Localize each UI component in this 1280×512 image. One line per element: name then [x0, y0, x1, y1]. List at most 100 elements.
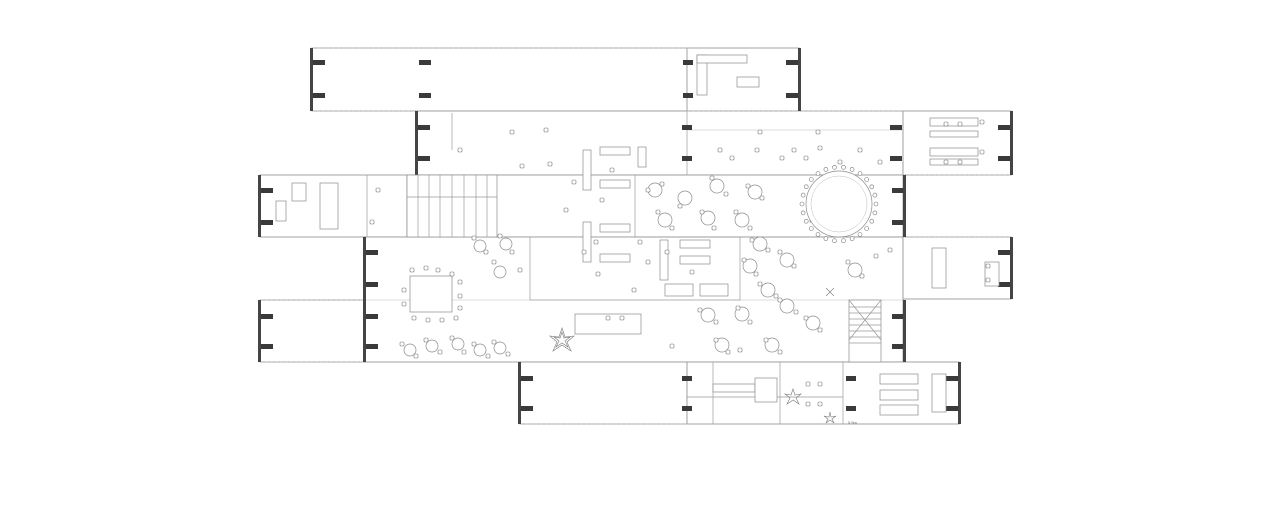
chair: [753, 271, 759, 277]
chair: [605, 315, 611, 321]
chair: [757, 281, 763, 287]
chair: [439, 317, 445, 323]
scattered-chairs: [369, 119, 991, 407]
chair: [497, 233, 503, 239]
chair: [369, 219, 375, 225]
chair: [800, 210, 806, 216]
staircase-main: [406, 174, 498, 238]
chair: [571, 179, 577, 185]
chair: [873, 201, 879, 207]
chair: [747, 225, 753, 231]
dashed-edges: [260, 47, 1011, 425]
chair: [517, 267, 523, 273]
wing-top-left: [311, 47, 689, 112]
chair: [803, 315, 809, 321]
chair: [808, 177, 814, 182]
chair: [677, 203, 683, 209]
chair: [777, 249, 783, 255]
chair: [725, 349, 731, 355]
chair: [733, 209, 739, 215]
wing-left-lower: [259, 299, 366, 363]
chair: [823, 236, 829, 241]
chair: [717, 147, 723, 153]
chair: [709, 175, 715, 181]
chair: [425, 317, 431, 323]
chair: [791, 147, 797, 153]
chair: [832, 238, 837, 243]
chair: [777, 297, 783, 303]
chair: [449, 271, 455, 277]
chair: [747, 319, 753, 325]
chair: [873, 253, 879, 259]
chair: [841, 238, 846, 243]
meeting-tables: [574, 117, 979, 416]
chair: [409, 267, 415, 273]
chair: [399, 341, 405, 347]
circular-meeting-table: [805, 170, 873, 238]
chair: [805, 401, 811, 407]
room-outlines: [259, 47, 1012, 425]
chair: [449, 335, 455, 341]
chair: [461, 349, 467, 355]
chair: [841, 165, 846, 170]
chair: [773, 293, 779, 299]
chair: [471, 341, 477, 347]
chair: [957, 121, 963, 127]
chair: [491, 339, 497, 345]
chair: [817, 381, 823, 387]
chair: [509, 249, 515, 255]
staircase-secondary: [848, 299, 882, 363]
round-tables: [403, 178, 863, 357]
chair: [979, 149, 985, 155]
chair: [849, 167, 855, 172]
chair: [857, 147, 863, 153]
chair: [791, 263, 797, 269]
chair: [453, 315, 459, 321]
chair: [457, 305, 463, 311]
chair: [943, 121, 949, 127]
chair: [817, 145, 823, 151]
chair: [619, 315, 625, 321]
chair: [849, 236, 855, 241]
chair: [805, 381, 811, 387]
chair: [759, 195, 765, 201]
exterior-walls: [258, 48, 1013, 424]
chair: [713, 319, 719, 325]
chair: [659, 181, 665, 187]
chair: [401, 287, 407, 293]
chair: [729, 155, 735, 161]
chair: [609, 167, 615, 173]
chair: [423, 265, 429, 271]
chair: [859, 273, 865, 279]
chair: [435, 267, 441, 273]
chair: [749, 237, 755, 243]
chair: [803, 184, 809, 190]
chair: [815, 171, 821, 176]
chair: [745, 183, 751, 189]
chair: [741, 257, 747, 263]
chair: [777, 349, 783, 355]
chair: [711, 225, 717, 231]
chair: [869, 218, 875, 224]
chair: [857, 232, 863, 237]
hall-upper: [416, 110, 904, 176]
chair: [985, 277, 991, 283]
chair: [519, 163, 525, 169]
chair: [735, 305, 741, 311]
chair: [411, 315, 417, 321]
chair: [877, 159, 883, 165]
wing-bottom-left: [519, 361, 688, 425]
chair: [800, 192, 806, 198]
chair: [437, 349, 443, 355]
chair: [754, 147, 760, 153]
chair: [664, 249, 670, 255]
chair: [637, 239, 643, 245]
chair: [509, 129, 515, 135]
chair: [697, 307, 703, 313]
chair: [375, 187, 381, 193]
chair: [757, 129, 763, 135]
chair: [581, 249, 587, 255]
chair: [699, 209, 705, 215]
chair: [595, 271, 601, 277]
chair: [543, 127, 549, 133]
